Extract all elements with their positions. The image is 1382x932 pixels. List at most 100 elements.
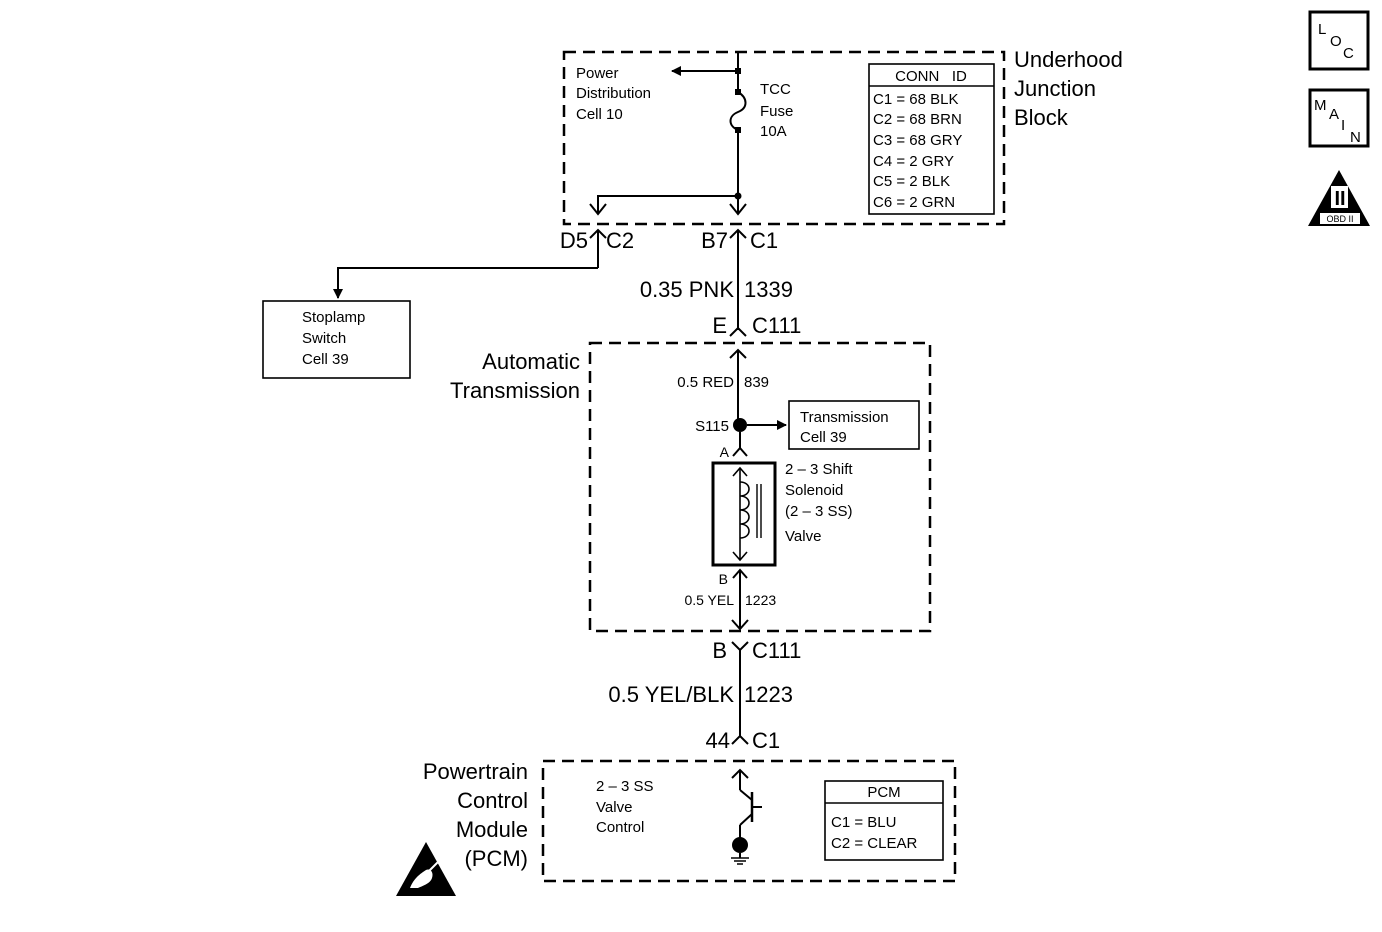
stoplamp-wire [333,267,598,299]
conn-id-table [868,63,995,215]
pcm-control-line3: Control [596,819,644,836]
transmission-boundary [588,341,932,633]
wire-1223-circuit: 1223 [744,682,793,707]
powertrain-control-module: Powertrain Control Module (PCM) 2 – 3 SS… [423,759,957,883]
solenoid-coil [739,481,750,539]
ujb-title-line1: Underhood [1014,47,1123,72]
loc-letter-c: C [1343,45,1354,62]
pcm-conn-table [824,780,944,861]
wire-1339-color: 0.35 PNK [640,277,734,302]
conn-row-c6: C6 = 2 GRN [873,194,955,211]
driver-collector [739,789,753,801]
conn-c1: C1 [750,228,778,253]
stoplamp-branch-wire [597,195,738,214]
solenoid-label-line3: (2 – 3 SS) [785,503,853,520]
conn-c1-pcm: C1 [752,728,780,753]
conn-id-header: CONN ID [895,68,967,85]
wire-1223-color: 0.5 YEL/BLK [608,682,734,707]
tcc-fuse-symbol [729,91,747,131]
solenoid-arrow-up [732,466,748,477]
pcm-title-line1: Powertrain [423,759,528,784]
pcm-title-line2: Control [457,788,528,813]
pin-e: E [712,313,727,338]
pin-a: A [720,444,730,460]
solenoid-body [711,461,777,567]
fuse-label-line1: TCC [760,81,791,98]
pin-b: B [712,638,727,663]
solenoid-label-line2: Solenoid [785,482,843,499]
solenoid-label-line1: 2 – 3 Shift [785,461,853,478]
stoplamp-line3: Cell 39 [302,351,349,368]
loc-button[interactable]: L O C [1308,10,1370,71]
conn-c111-top: C111 [752,313,801,338]
ujb-title-line3: Block [1014,105,1069,130]
pcm-row-c2: C2 = CLEAR [831,835,917,852]
conn-c111-bot: C111 [752,638,801,663]
conn-row-c2: C2 = 68 BRN [873,111,962,128]
pin-b7: B7 [701,228,728,253]
fuse-label-line2: Fuse [760,103,793,120]
stoplamp-line2: Switch [302,330,346,347]
stoplamp-line1: Stoplamp [302,309,365,326]
ujb-title-line2: Junction [1014,76,1096,101]
main-letter-i: I [1341,117,1345,134]
trans-ref-line1: Transmission [800,409,889,426]
pin-d5: D5 [560,228,588,253]
connector-c2-d5: D5 C2 [560,203,634,268]
conn-row-c3: C3 = 68 GRY [873,132,962,149]
pin-b-solenoid: B [719,571,728,587]
trans-ref-line2: Cell 39 [800,429,847,446]
power-dist-line2: Distribution [576,85,651,102]
main-letter-n: N [1350,129,1361,146]
wire-1339-circuit: 1339 [744,277,793,302]
automatic-transmission: Automatic Transmission 0.5 RED 839 S115 … [450,341,932,633]
driver-emitter [739,813,753,826]
c111-bottom-inner-arrow [731,619,749,631]
connector-c111-b: B C111 [712,638,801,736]
obd-ii-button[interactable]: OBD II II [1308,170,1370,226]
solenoid-arrow-down [732,551,748,562]
trans-title-line2: Transmission [450,378,580,403]
connector-pcm-c1: 44 C1 [706,728,781,753]
pcm-title-line4: (PCM) [464,846,528,871]
main-letter-m: M [1314,97,1327,114]
pcm-control-line1: 2 – 3 SS [596,778,654,795]
wire-1223-inner-color: 0.5 YEL [684,592,734,608]
pcm-table-header: PCM [867,784,900,801]
wire-839-color: 0.5 RED [677,374,734,391]
transmission-cell-ref[interactable] [788,400,920,450]
obd-label-box [1320,213,1360,224]
conn-row-c4: C4 = 2 GRY [873,153,954,170]
driver-ground-node [732,837,748,853]
stoplamp-switch-ref[interactable] [262,300,411,379]
underhood-junction-block: Underhood Junction Block Power Distribut… [562,47,1123,226]
pcm-control-line2: Valve [596,799,632,816]
obd-mark-box [1331,186,1348,208]
splice-s115-label: S115 [695,418,729,435]
pcm-row-c1: C1 = BLU [831,814,896,831]
loc-letter-l: L [1318,21,1326,38]
conn-row-c1: C1 = 68 BLK [873,91,958,108]
fuse-label-line3: 10A [760,123,787,140]
pcm-title-line3: Module [456,817,528,842]
splice-s115 [733,418,747,432]
ujb-boundary [562,50,1006,226]
wire-839-circuit: 839 [744,374,769,391]
main-letter-a: A [1329,106,1339,123]
obd-label: OBD II [1326,214,1353,224]
conn-row-c5: C5 = 2 BLK [873,173,950,190]
conn-c2: C2 [606,228,634,253]
pin-44: 44 [706,728,730,753]
power-dist-line1: Power [576,65,619,82]
obd-mark: II [1334,188,1345,210]
wire-1223-inner-circuit: 1223 [745,592,776,608]
power-dist-line3: Cell 10 [576,106,623,123]
loc-letter-o: O [1330,33,1342,50]
main-button[interactable]: M A I N [1308,88,1370,148]
trans-title-line1: Automatic [482,349,580,374]
connector-c1-b7: B7 C1 [701,203,778,253]
esd-warning-icon [396,842,456,896]
pin-a-symbol [732,446,748,457]
connector-c111-e: E C111 [712,313,801,338]
